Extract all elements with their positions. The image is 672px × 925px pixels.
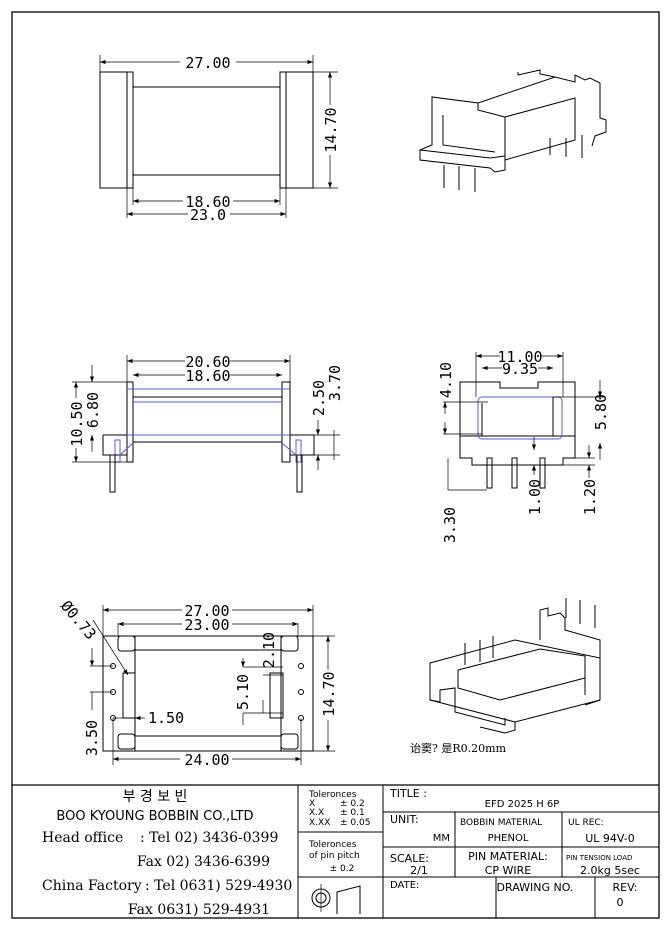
dim-inner-length: 18.60 [185, 193, 230, 211]
drawing-no-label: DRAWING NO. [497, 881, 574, 894]
scale-value: 2/1 [410, 864, 428, 877]
title-block: 부 경 보 빈 BOO KYOUNG BOBBIN CO.,LTD Head o… [12, 784, 659, 918]
scale-label: SCALE: [390, 852, 429, 865]
pin-tolerance-value: ± 0.2 [330, 864, 355, 874]
dim-pin-length: 3.30 [441, 507, 459, 543]
dim-pin-span: 24.00 [184, 751, 229, 769]
side-view: 20.60 18.60 10.50 6.80 2.50 3.70 [68, 353, 344, 493]
dim-overall-length: 27.00 [185, 54, 230, 72]
company-name: BOO KYOUNG BOBBIN CO.,LTD [56, 809, 253, 824]
dim-window-width: 9.35 [502, 360, 538, 378]
pin-material-label: PIN MATERIAL: [468, 850, 548, 863]
china-factory-label: China Factory [42, 878, 142, 894]
dim-pin-pitch: 5.10 [234, 674, 252, 710]
tolerance-value: ± 0.05 [340, 818, 370, 828]
dim-body-height: 6.80 [84, 392, 102, 428]
bottom-view: 27.00 23.00 24.00 14.70 2.10 5.10 3.50 1… [57, 597, 338, 769]
dim-overall-length: 27.00 [184, 602, 229, 620]
rev-value: 0 [617, 896, 624, 909]
head-office-fax: Fax 02) 3436-6399 [137, 854, 270, 870]
pin-tolerance-label: of pin pitch [309, 851, 360, 861]
title-label: TITLE : [389, 787, 427, 800]
head-office-label: Head office [42, 830, 123, 846]
tolerance-key: X [309, 799, 315, 809]
tolerance-value: ± 0.2 [340, 799, 365, 809]
dim-window-top: 4.10 [437, 362, 455, 398]
dim-width: 14.70 [320, 671, 338, 716]
dim-stand-off: 1.20 [581, 479, 599, 515]
dim-edge: 3.50 [83, 720, 101, 756]
ul-rec-label: UL REC: [568, 818, 604, 828]
company-korean: 부 경 보 빈 [123, 789, 188, 805]
unit-value: MM [433, 833, 450, 844]
dim-pin: 1.00 [526, 479, 544, 515]
rev-label: REV: [613, 881, 638, 894]
dim-inner-span: 18.60 [185, 367, 230, 385]
bobbin-material-label: BOBBIN MATERIAL [460, 818, 542, 828]
isometric-view-bottom [429, 598, 601, 734]
dim-width: 14.70 [322, 107, 340, 152]
pin-tolerance-label: Toleronces [308, 840, 357, 850]
china-factory-tel: : Tel 0631) 529-4930 [145, 878, 292, 894]
dim-flange-span: 23.0 [190, 206, 226, 224]
drawing-title: EFD 2025 H 6P [485, 799, 560, 810]
top-view: 27.00 14.70 18.60 23.0 [99, 54, 340, 224]
head-office-tel: : Tel 02) 3436-0399 [140, 830, 278, 846]
bobbin-material-value: PHENOL [488, 833, 529, 844]
tolerance-key: X.X [309, 808, 324, 818]
tolerance-value: ± 0.1 [340, 808, 365, 818]
dim-flange-span: 23.00 [184, 616, 229, 634]
dim-pin-offset: 2.10 [260, 632, 278, 668]
china-factory-fax: Fax 0631) 529-4931 [128, 902, 270, 918]
unit-label: UNIT: [390, 813, 419, 826]
tolerances-title: Toleronces [308, 790, 357, 800]
pin-material-value: CP WIRE [485, 864, 532, 877]
ul-rec-value: UL 94V-0 [585, 832, 635, 845]
dim-window-height: 5.80 [592, 394, 610, 430]
isometric-view-top [419, 69, 607, 192]
note-radius: 诒窦? 是R0.20mm [410, 742, 507, 755]
tolerance-key: X.XX [309, 818, 330, 828]
pin-tension-label: PIN TENSION LOAD [566, 854, 632, 862]
dim-base-height: 2.50 [310, 380, 328, 416]
dim-outer-span: 20.60 [185, 353, 230, 371]
dim-outer-width: 11.00 [497, 348, 542, 366]
projection-symbol-icon [311, 884, 361, 914]
sheet-border [11, 11, 660, 919]
date-label: DATE: [390, 880, 419, 891]
dim-pad: 1.50 [148, 709, 184, 727]
dim-base-to-pin: 3.70 [326, 365, 344, 401]
end-view: 11.00 9.35 4.10 5.80 3.30 1.00 1.20 [437, 348, 610, 543]
pin-tension-value: 2.0kg 5sec [580, 864, 640, 877]
dim-height: 10.50 [68, 401, 86, 446]
